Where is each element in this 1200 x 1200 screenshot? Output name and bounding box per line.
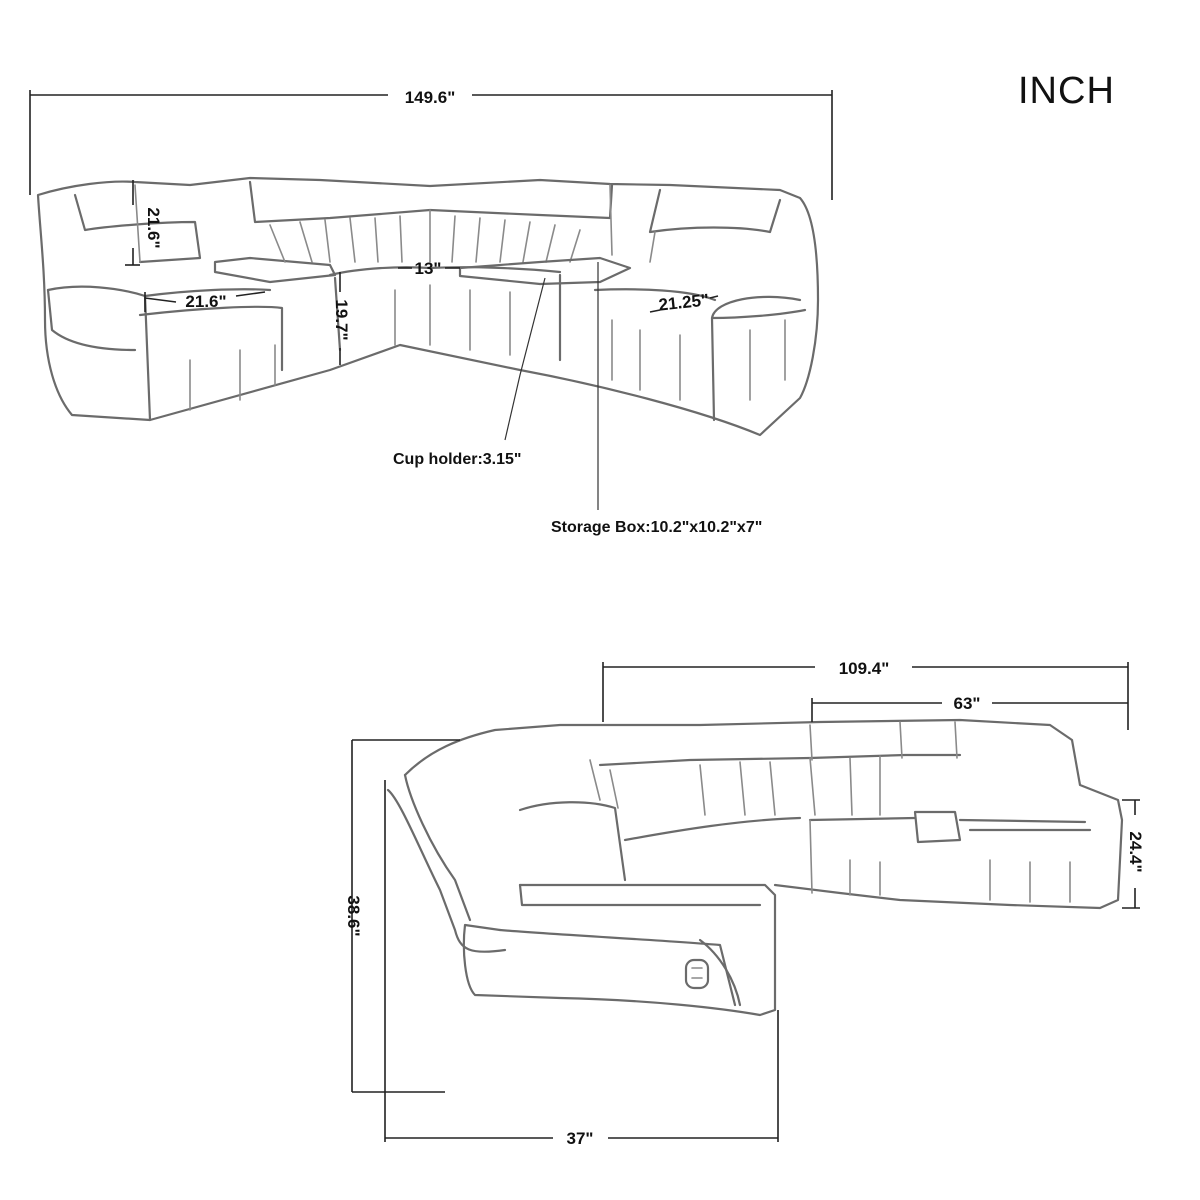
overall-depth-label: 109.4" [839,659,890,678]
overall-width-label: 149.6" [405,88,456,107]
cup-holder-note: Cup holder:3.15" [393,451,522,468]
section-width-label: 63" [954,694,981,713]
top-dimensions [29,90,833,510]
bottom-dimension-labels: 109.4" 63" 24.4" 38.6" 37" [344,654,1145,1148]
bottom-sofa-drawing [386,718,1124,1017]
storage-box-note: Storage Box:10.2"x10.2"x7" [551,519,762,536]
bottom-dimensions [351,662,1140,1142]
chaise-width-label: 37" [567,1129,594,1148]
unit-label: INCH [1018,70,1115,112]
top-dimension-labels: 149.6" 21.6" 21.6" 13" 19.7" 21.25" Cup … [144,88,762,536]
seat-height-label: 19.7" [332,299,351,340]
right-seat-width-label: 21.25" [658,290,710,314]
seat-width-label: 21.6" [185,292,226,311]
top-sofa-drawing [36,176,820,437]
back-height-label: 21.6" [144,207,163,248]
console-width-label: 13" [415,259,442,278]
total-height-label: 38.6" [344,895,363,936]
side-height-label: 24.4" [1126,831,1145,872]
